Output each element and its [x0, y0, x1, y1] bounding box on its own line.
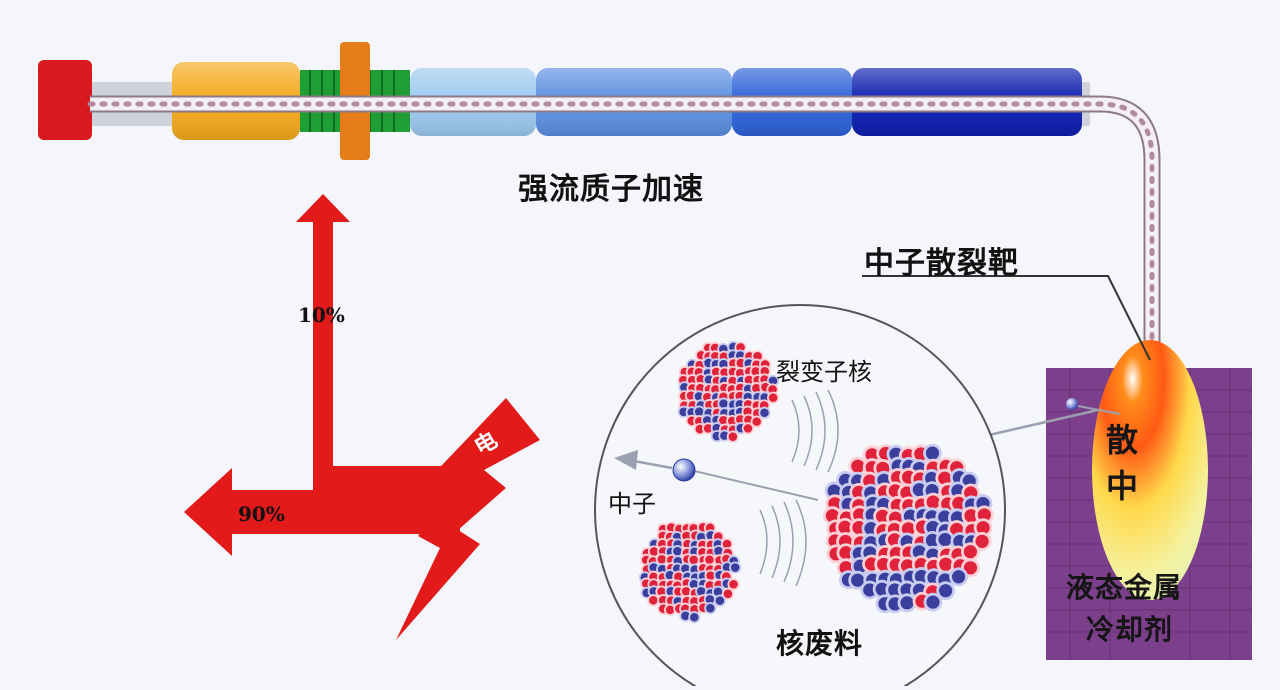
proton-particle [741, 422, 755, 435]
neutron-path [689, 469, 819, 501]
target-label: 中子散裂靶 [864, 246, 1019, 281]
neutron-particle [688, 611, 701, 624]
target-pointer [862, 275, 1151, 361]
ion-source [38, 60, 92, 140]
target-vessel [1046, 340, 1252, 660]
neutron-particle [704, 602, 717, 615]
neutron-particle [897, 593, 917, 613]
proton-particle [767, 391, 780, 404]
proton-particle [726, 430, 739, 443]
proton-particle [721, 587, 735, 600]
lightning-bolt-icon [396, 398, 540, 640]
free-neutron [672, 458, 696, 482]
proton-particle [727, 578, 740, 591]
escaping-neutron [1066, 398, 1078, 410]
percent-left-label: 90% [238, 502, 285, 526]
neutron-particle [729, 561, 742, 574]
accelerator-label: 强流质子加速 [518, 172, 704, 207]
coolant-label-line1: 液态金属 [1066, 571, 1183, 604]
neutron-particle [758, 406, 771, 419]
neutron-particle [923, 592, 943, 612]
fission-fragment-bottom [638, 521, 742, 624]
spallation-char-2: 中 [1106, 467, 1139, 505]
arrow-left-90-percent [184, 466, 460, 556]
fission-nuclei-label: 裂变子核 [776, 358, 872, 386]
fission-fragment-top [677, 340, 780, 443]
coolant-label-line2: 冷却剂 [1086, 613, 1174, 646]
waste-nucleus [823, 443, 994, 614]
arrow-up-10-percent [296, 194, 350, 466]
proton-particle [960, 542, 980, 562]
spallation-char-1: 散 [1106, 421, 1139, 459]
energy-split-arrows [184, 194, 540, 640]
vibration-waves-top [791, 389, 839, 473]
neutron-label: 中子 [608, 490, 656, 518]
neutron-particle [949, 567, 968, 587]
neutron-particle [936, 581, 956, 601]
nuclear-waste-label: 核废料 [776, 627, 864, 660]
neutron-particle [713, 594, 726, 607]
percent-up-label: 10% [298, 303, 345, 327]
arrow-left-icon [614, 450, 673, 470]
nuclear-waste-circle [594, 304, 1006, 690]
vibration-waves-bottom [759, 499, 807, 587]
proton-particle [750, 415, 763, 428]
proton-particle [647, 594, 660, 607]
spallation-plume [1092, 340, 1208, 600]
proton-particle [972, 531, 992, 551]
beam-line [87, 95, 1161, 375]
